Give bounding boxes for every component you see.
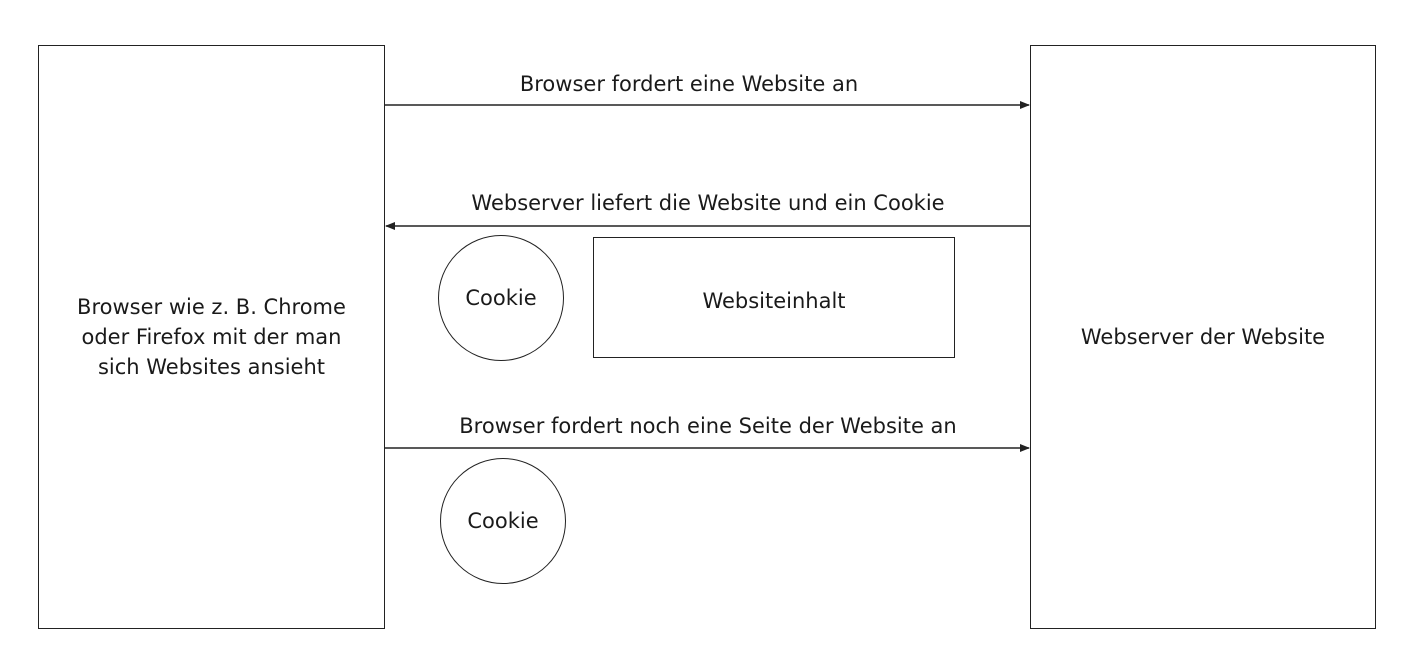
- edge-label-request-another-page: Browser fordert noch eine Seite der Webs…: [459, 414, 957, 438]
- website-content-label: Websiteinhalt: [702, 289, 846, 313]
- browser-label: Browser wie z. B. Chrome oder Firefox mi…: [77, 295, 346, 379]
- cookie-response-circle: Cookie: [438, 235, 564, 361]
- edge-label-response-cookie: Webserver liefert die Website und ein Co…: [471, 191, 945, 215]
- cookie-request-circle: Cookie: [440, 458, 566, 584]
- webserver-label: Webserver der Website: [1080, 325, 1326, 349]
- browser-box: Browser wie z. B. Chrome oder Firefox mi…: [38, 45, 385, 629]
- cookie-request-label: Cookie: [467, 509, 539, 533]
- website-content-box: Websiteinhalt: [593, 237, 955, 358]
- edge-label-request-page: Browser fordert eine Website an: [519, 72, 859, 96]
- webserver-box: Webserver der Website: [1030, 45, 1376, 629]
- cookie-response-label: Cookie: [465, 286, 537, 310]
